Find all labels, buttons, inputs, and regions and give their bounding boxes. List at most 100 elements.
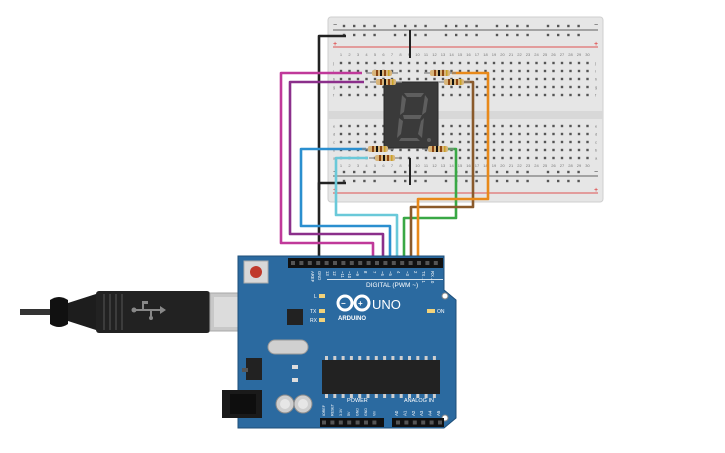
breadboard-row-letter: g: [595, 85, 597, 90]
breadboard-col-number: 14: [449, 163, 454, 168]
breadboard-row-letter: j: [332, 61, 334, 66]
usb-cable[interactable]: [20, 291, 263, 333]
wire-purple[interactable]: [288, 80, 385, 262]
wire-blue[interactable]: [299, 147, 392, 262]
breadboard-row-letter: g: [333, 85, 335, 90]
digital-pin-label: 4: [396, 271, 401, 274]
digital-pin-label: TX→1: [421, 271, 426, 284]
breadboard-col-number: 3: [357, 163, 360, 168]
reset-button-knob[interactable]: [250, 266, 262, 278]
breadboard-col-number: 29: [577, 163, 582, 168]
breadboard-row-letter: c: [333, 140, 335, 145]
resistor[interactable]: [369, 155, 401, 161]
breadboard-col-number: 17: [475, 163, 480, 168]
l-label: L: [314, 294, 317, 300]
breadboard-row-letter: i: [333, 69, 334, 74]
resistors: [362, 70, 470, 161]
digital-pin-label: ~5: [388, 271, 393, 276]
breadboard-col-number: 22: [517, 163, 522, 168]
wire-cyan[interactable]: [334, 156, 399, 262]
power-header[interactable]: [320, 418, 384, 427]
capacitors: [275, 394, 313, 414]
wire-orange[interactable]: [416, 71, 490, 262]
breadboard-col-number: 24: [534, 163, 539, 168]
breadboard-col-number: 12: [432, 52, 437, 57]
breadboard-col-number: 16: [466, 52, 471, 57]
svg-text:−: −: [341, 299, 346, 308]
breadboard-col-number: 8: [399, 163, 402, 168]
breadboard-col-number: 7: [391, 52, 394, 57]
breadboard-col-number: 25: [543, 52, 548, 57]
breadboard-row-letter: d: [333, 132, 335, 137]
digital-pin-label: 7: [372, 271, 377, 274]
breadboard-col-number: 11: [424, 52, 429, 57]
digital-pin-label: ~3: [405, 271, 410, 276]
breadboard-col-number: 27: [560, 163, 565, 168]
breadboard-col-number: 6: [382, 52, 385, 57]
breadboard-col-number: 24: [534, 52, 539, 57]
breadboard-row-letter: h: [333, 77, 335, 82]
digital-pin-label: ~9: [355, 271, 360, 276]
rail-plus-label: +: [333, 41, 337, 48]
breadboard-col-number: 6: [382, 163, 385, 168]
digital-pin-label: AREF: [310, 271, 315, 283]
digital-pin-label: ~10: [347, 271, 352, 279]
model-label: UNO: [372, 297, 401, 312]
analog-pin-label: A2: [411, 410, 416, 416]
digital-header[interactable]: [288, 258, 443, 268]
resistor[interactable]: [424, 70, 456, 76]
breadboard-col-number: 29: [577, 52, 582, 57]
breadboard-row-letter: e: [595, 124, 598, 129]
breadboard-row-letter: i: [595, 69, 596, 74]
rail-plus-label: +: [594, 187, 598, 194]
resistor[interactable]: [370, 79, 402, 85]
usb-grip: [103, 294, 123, 330]
breadboard-col-number: 26: [551, 52, 556, 57]
breadboard-col-number: 4: [365, 52, 368, 57]
breadboard[interactable]: 1122334455667788991010111112121313141415…: [327, 16, 604, 203]
wire-magenta[interactable]: [279, 71, 375, 262]
breadboard-col-number: 28: [568, 163, 573, 168]
resistor[interactable]: [438, 79, 470, 85]
breadboard-col-number: 5: [374, 163, 377, 168]
breadboard-col-number: 1: [340, 163, 343, 168]
resistor[interactable]: [362, 146, 394, 152]
power-pin-label: Vin: [372, 411, 376, 416]
breadboard-col-number: 2: [348, 163, 351, 168]
breadboard-col-number: 12: [432, 163, 437, 168]
power-pin-label: GND: [364, 408, 368, 416]
rail-minus-label: −: [333, 22, 337, 29]
resistor[interactable]: [422, 146, 454, 152]
breadboard-col-number: 3: [357, 52, 360, 57]
rx-label: RX: [310, 318, 318, 324]
power-label: POWER: [347, 398, 368, 404]
analog-pin-label: A4: [428, 410, 433, 416]
breadboard-col-number: 19: [492, 52, 497, 57]
breadboard-col-number: 16: [466, 163, 471, 168]
resistor[interactable]: [366, 70, 398, 76]
atmega-chip: [322, 360, 440, 394]
breadboard-col-number: 5: [374, 52, 377, 57]
breadboard-col-number: 10: [415, 163, 420, 168]
breadboard-col-number: 15: [458, 163, 463, 168]
analog-label: ANALOG IN: [404, 398, 434, 404]
digital-pin-label: RX←0: [430, 271, 435, 284]
breadboard-row-letter: c: [595, 140, 597, 145]
breadboard-row-letter: a: [333, 156, 336, 161]
analog-header[interactable]: [392, 418, 444, 427]
display-segments: [397, 93, 431, 142]
seven-segment-display[interactable]: 8: [0, 0, 439, 149]
rail-plus-label: +: [594, 41, 598, 48]
breadboard-row-letter: f: [595, 93, 597, 98]
digital-pin-label: 13: [325, 271, 330, 276]
usb-chip: [287, 309, 303, 325]
breadboard-col-number: 30: [585, 163, 590, 168]
breadboard-col-number: 8: [399, 52, 402, 57]
digital-pin-label: GND: [317, 271, 322, 280]
analog-pin-label: A3: [419, 410, 424, 416]
digital-label: DIGITAL (PWM ~): [366, 282, 418, 289]
